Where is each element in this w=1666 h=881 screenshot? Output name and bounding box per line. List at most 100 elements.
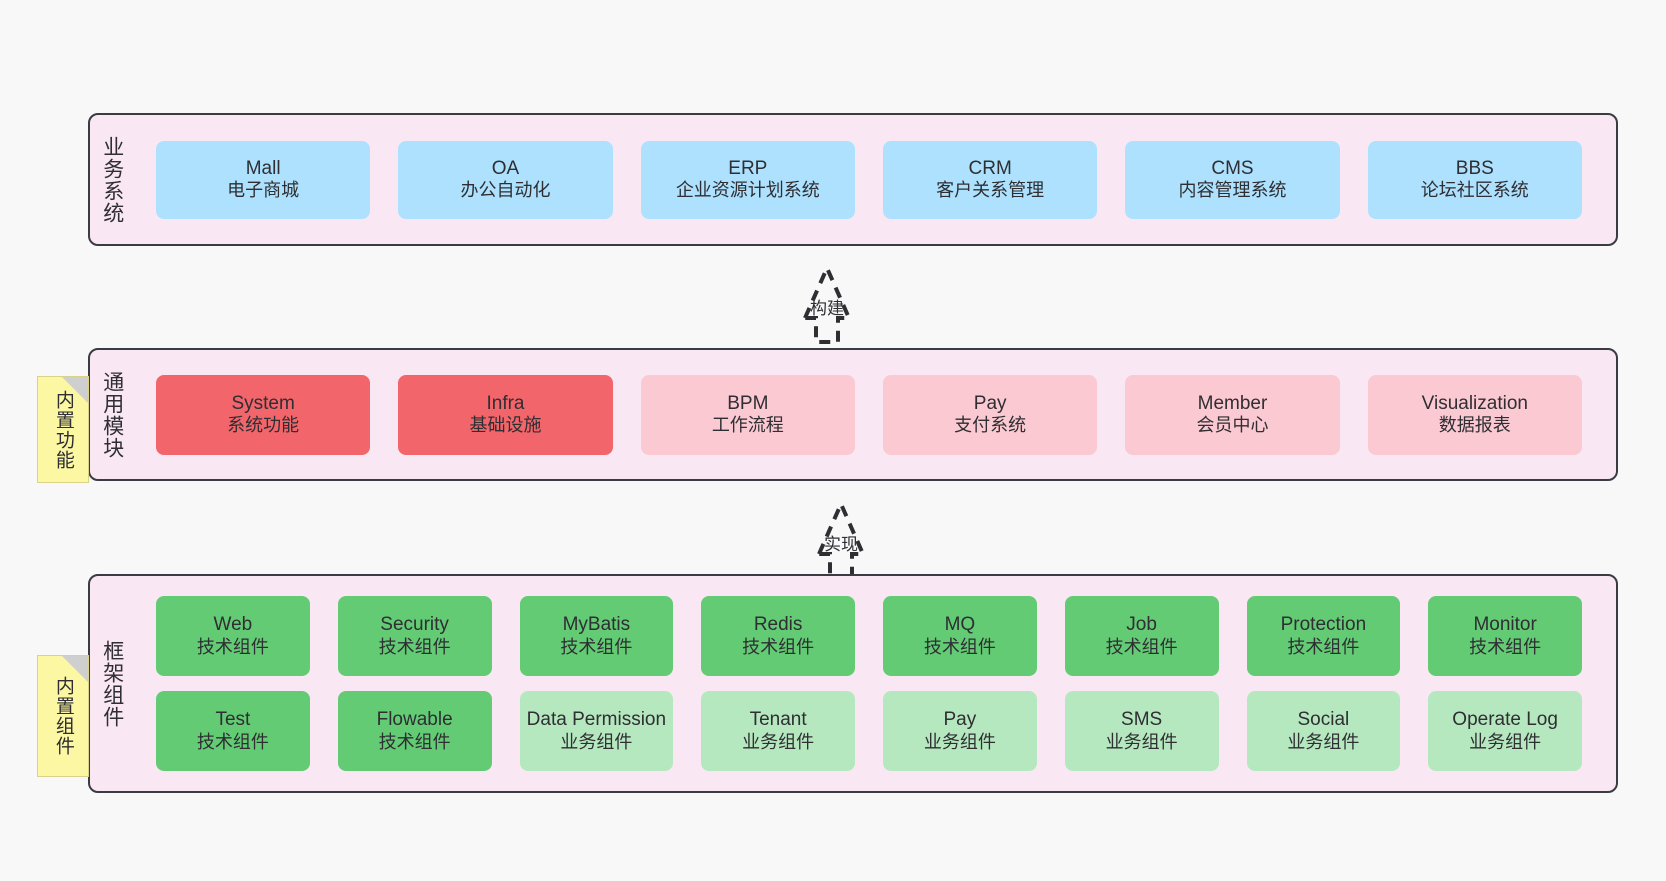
cell-infra: Infra 基础设施 <box>384 374 626 455</box>
layer-title-framework-components: 框架组件 <box>100 639 124 728</box>
box-system[interactable]: System 系统功能 <box>156 374 371 455</box>
box-title-en: Protection <box>1280 614 1367 636</box>
box-title-en: CRM <box>968 157 1012 179</box>
layer-common-modules: 通用模块 System 系统功能 Infra 基础设施 <box>88 348 1618 481</box>
cell-mall: Mall 电子商城 <box>142 140 384 219</box>
box-title-en: Data Permission <box>526 709 667 731</box>
box-title-cn: 技术组件 <box>1469 636 1542 657</box>
box-title-cn: 业务组件 <box>742 731 815 752</box>
framework-row-technical: Web 技术组件 Security 技术组件 MyBatis 技术组件 <box>142 596 1596 676</box>
cell-bbs: BBS 论坛社区系统 <box>1354 140 1596 219</box>
cell-protection: Protection 技术组件 <box>1233 596 1415 676</box>
box-title-en: CMS <box>1211 157 1254 179</box>
box-infra[interactable]: Infra 基础设施 <box>398 374 613 455</box>
box-title-cn: 技术组件 <box>560 636 633 657</box>
box-title-en: Pay <box>973 392 1007 414</box>
box-title-en: Member <box>1197 392 1268 414</box>
cell-test: Test 技术组件 <box>142 691 324 771</box>
box-redis[interactable]: Redis 技术组件 <box>701 596 855 676</box>
box-title-cn: 业务组件 <box>1469 731 1542 752</box>
box-title-cn: 技术组件 <box>742 636 815 657</box>
box-title-cn: 技术组件 <box>1287 636 1360 657</box>
note-label: 内置功能 <box>52 389 74 470</box>
layer-body-business-system: Mall 电子商城 OA 办公自动化 ERP 企业资源计划系统 <box>134 115 1616 244</box>
box-title-cn: 内容管理系统 <box>1178 180 1287 201</box>
box-bbs[interactable]: BBS 论坛社区系统 <box>1367 140 1582 219</box>
note-builtin-components: 内置组件 <box>37 655 89 777</box>
box-test[interactable]: Test 技术组件 <box>156 691 310 771</box>
box-pay-component[interactable]: Pay 业务组件 <box>883 691 1037 771</box>
box-title-cn: 数据报表 <box>1438 415 1511 436</box>
box-title-cn: 技术组件 <box>196 731 269 752</box>
box-flowable[interactable]: Flowable 技术组件 <box>337 691 492 771</box>
box-job[interactable]: Job 技术组件 <box>1064 596 1219 676</box>
box-oa[interactable]: OA 办公自动化 <box>398 140 613 219</box>
box-title-cn: 系统功能 <box>227 415 300 436</box>
box-title-cn: 电子商城 <box>227 180 300 201</box>
box-social[interactable]: Social 业务组件 <box>1246 691 1401 771</box>
cell-system: System 系统功能 <box>142 374 384 455</box>
arrow-implement: 实现 <box>766 494 916 582</box>
box-data-permission[interactable]: Data Permission 业务组件 <box>519 691 674 771</box>
cell-cms: CMS 内容管理系统 <box>1111 140 1353 219</box>
box-operate-log[interactable]: Operate Log 业务组件 <box>1428 691 1582 771</box>
box-title-en: Redis <box>753 614 803 636</box>
box-title-cn: 业务组件 <box>1105 731 1178 752</box>
cell-redis: Redis 技术组件 <box>687 596 869 676</box>
box-title-en: Job <box>1126 614 1157 636</box>
box-web[interactable]: Web 技术组件 <box>156 596 310 676</box>
box-mq[interactable]: MQ 技术组件 <box>883 596 1037 676</box>
box-title-en: Monitor <box>1473 614 1537 636</box>
arrow-implement-label: 实现 <box>824 535 858 554</box>
box-pay-module[interactable]: Pay 支付系统 <box>882 374 1098 455</box>
box-title-cn: 会员中心 <box>1196 415 1269 436</box>
box-title-en: Mall <box>245 157 281 179</box>
box-title-cn: 支付系统 <box>954 415 1027 436</box>
cell-erp: ERP 企业资源计划系统 <box>627 140 869 219</box>
layer-body-framework-components: Web 技术组件 Security 技术组件 MyBatis 技术组件 <box>134 576 1616 791</box>
cell-member: Member 会员中心 <box>1111 374 1353 455</box>
dashed-up-arrow-icon <box>801 263 853 344</box>
layer-title-business-system: 业务系统 <box>100 135 124 224</box>
box-title-en: Visualization <box>1421 392 1528 414</box>
arrow-build: 构建 <box>752 258 902 346</box>
box-title-cn: 企业资源计划系统 <box>675 180 820 201</box>
box-title-cn: 技术组件 <box>196 636 269 657</box>
box-sms[interactable]: SMS 业务组件 <box>1064 691 1219 771</box>
dashed-up-arrow-icon <box>815 499 867 580</box>
folded-corner-icon <box>62 656 88 682</box>
box-visualization[interactable]: Visualization 数据报表 <box>1367 374 1582 455</box>
box-title-cn: 论坛社区系统 <box>1420 180 1529 201</box>
cell-monitor: Monitor 技术组件 <box>1414 596 1596 676</box>
framework-row-business: Test 技术组件 Flowable 技术组件 Data Permission … <box>142 691 1596 771</box>
box-title-cn: 业务组件 <box>923 731 996 752</box>
business-system-row: Mall 电子商城 OA 办公自动化 ERP 企业资源计划系统 <box>142 140 1596 219</box>
box-title-en: BPM <box>727 392 769 414</box>
box-title-en: Pay <box>943 709 977 731</box>
box-protection[interactable]: Protection 技术组件 <box>1246 596 1401 676</box>
folded-corner-icon <box>62 377 88 403</box>
box-cms[interactable]: CMS 内容管理系统 <box>1125 140 1340 219</box>
layer-framework-components: 框架组件 Web 技术组件 Security 技术组件 <box>88 574 1618 793</box>
note-label: 内置组件 <box>52 676 74 756</box>
cell-mybatis: MyBatis 技术组件 <box>506 596 688 676</box>
common-modules-row: System 系统功能 Infra 基础设施 BPM 工作流程 <box>142 374 1596 455</box>
box-title-en: ERP <box>728 157 768 179</box>
box-monitor[interactable]: Monitor 技术组件 <box>1428 596 1582 676</box>
cell-mq: MQ 技术组件 <box>869 596 1051 676</box>
box-mybatis[interactable]: MyBatis 技术组件 <box>519 596 674 676</box>
cell-visualization: Visualization 数据报表 <box>1354 374 1596 455</box>
box-title-en: Infra <box>486 392 525 414</box>
box-bpm[interactable]: BPM 工作流程 <box>640 374 855 455</box>
box-security[interactable]: Security 技术组件 <box>337 596 492 676</box>
box-mall[interactable]: Mall 电子商城 <box>156 140 371 219</box>
box-title-cn: 工作流程 <box>711 415 784 436</box>
box-crm[interactable]: CRM 客户关系管理 <box>882 140 1098 219</box>
box-title-cn: 办公自动化 <box>460 180 551 201</box>
box-title-en: BBS <box>1455 157 1494 179</box>
box-erp[interactable]: ERP 企业资源计划系统 <box>640 140 855 219</box>
box-tenant[interactable]: Tenant 业务组件 <box>701 691 855 771</box>
cell-crm: CRM 客户关系管理 <box>869 140 1111 219</box>
box-title-cn: 业务组件 <box>560 731 633 752</box>
box-member[interactable]: Member 会员中心 <box>1125 374 1340 455</box>
